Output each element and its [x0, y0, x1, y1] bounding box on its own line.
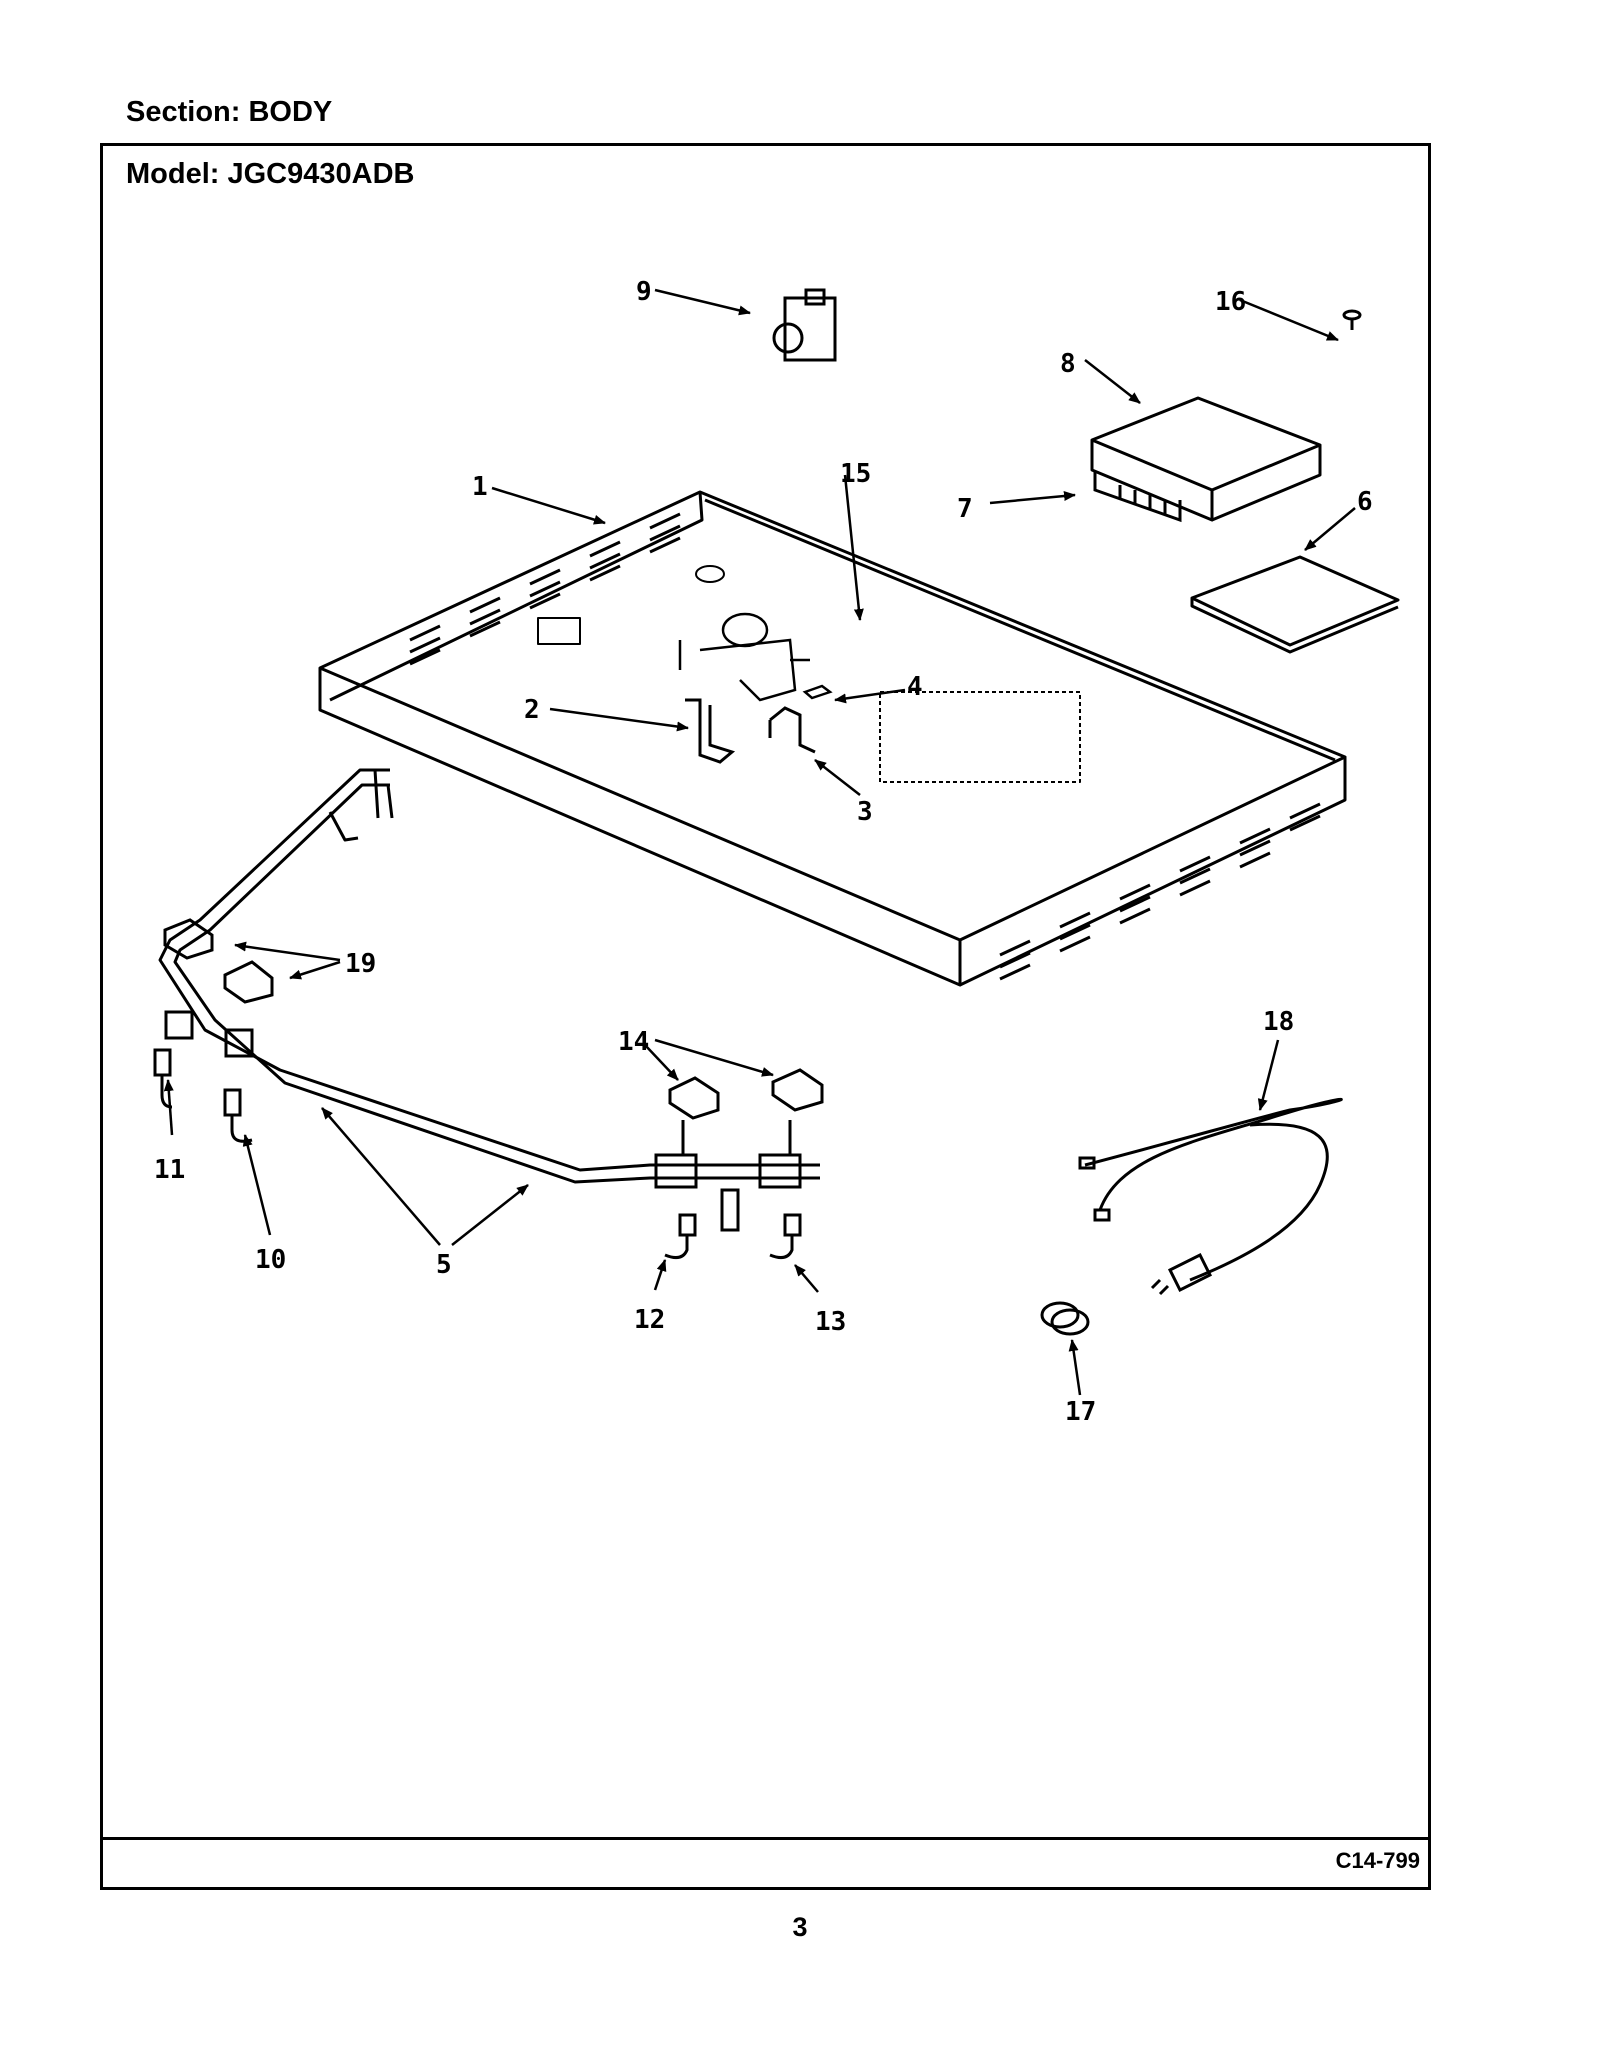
body-tray [318, 490, 1347, 987]
callout-4: 4 [907, 672, 923, 702]
model-title: Model: JGC9430ADB [126, 158, 415, 190]
part-17-grommet [1040, 1301, 1090, 1336]
part-18-power-cord [1078, 1097, 1343, 1296]
part-14-clips [668, 1068, 824, 1120]
callout-5: 5 [436, 1250, 452, 1280]
part-6-pad [1190, 555, 1400, 654]
callout-8: 8 [1060, 349, 1076, 379]
leader-arrows [163, 288, 1356, 1396]
callout-7: 7 [957, 494, 973, 524]
manifold-valves [164, 1010, 802, 1232]
callout-10: 10 [255, 1245, 286, 1275]
callout-6: 6 [1357, 487, 1373, 517]
drawing-code: C14-799 [1335, 1848, 1420, 1873]
callout-11: 11 [154, 1155, 185, 1185]
page-number: 3 [792, 1912, 808, 1942]
part-9-valve [772, 288, 837, 362]
callout-16: 16 [1215, 287, 1246, 317]
part-15-regulator [678, 612, 810, 702]
callout-17: 17 [1065, 1397, 1096, 1427]
callout-14: 14 [618, 1027, 649, 1057]
callout-15: 15 [840, 459, 871, 489]
callout-3: 3 [857, 797, 873, 827]
callout-18: 18 [1263, 1007, 1294, 1037]
callout-13: 13 [815, 1307, 846, 1337]
callout-12: 12 [634, 1305, 665, 1335]
callout-19: 19 [345, 949, 376, 979]
part-7-terminal-block [1093, 472, 1182, 523]
part-8-control-box [1090, 396, 1322, 522]
vent-slots [409, 512, 1321, 981]
diagram-frame [100, 143, 1431, 1890]
callout-1: 1 [472, 472, 488, 502]
callout-2: 2 [524, 695, 540, 725]
part-3-bracket [768, 706, 816, 754]
part-4-tab [802, 684, 833, 700]
footer-divider [100, 1837, 1431, 1840]
part-2-bracket [685, 698, 736, 764]
part-19-clips [163, 918, 274, 1004]
part-5-manifold [158, 768, 820, 1184]
part-16-screw [1342, 309, 1362, 330]
callout-9: 9 [636, 277, 652, 307]
callout-labels: 1 2 3 4 5 6 7 8 9 10 11 12 13 14 15 16 1… [154, 277, 1373, 1427]
section-title: Section: BODY [126, 96, 333, 128]
